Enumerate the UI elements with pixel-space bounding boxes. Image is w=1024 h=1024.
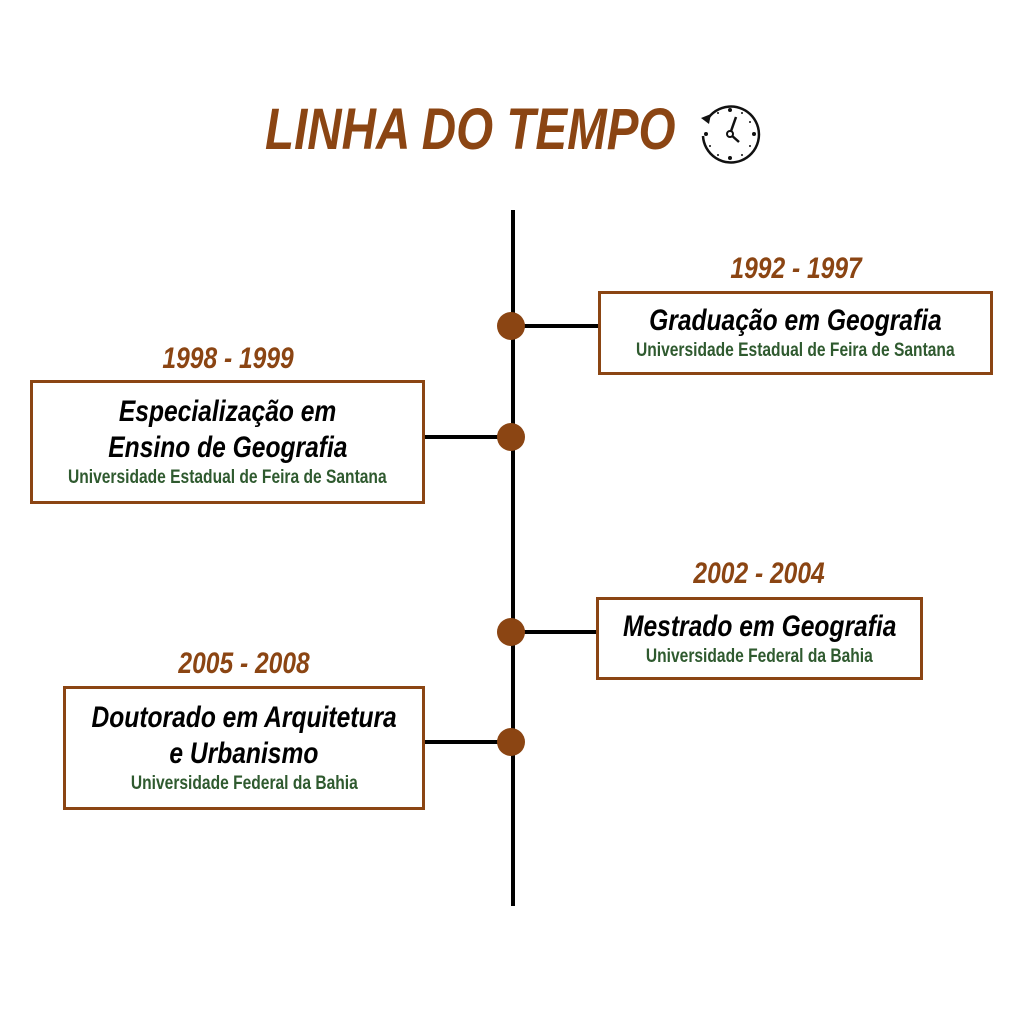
event-years: 1998 - 1999 bbox=[162, 342, 294, 375]
event-institution: Universidade Estadual de Feira de Santan… bbox=[636, 340, 955, 361]
connector-line bbox=[513, 630, 597, 634]
connector-line bbox=[424, 740, 513, 744]
event-years: 2005 - 2008 bbox=[178, 647, 310, 680]
connector-line bbox=[513, 324, 599, 328]
event-years: 2002 - 2004 bbox=[693, 557, 825, 590]
event-card: Graduação em Geografia Universidade Esta… bbox=[598, 291, 993, 375]
event-card: Mestrado em Geografia Universidade Feder… bbox=[596, 597, 923, 680]
event-institution: Universidade Federal da Bahia bbox=[646, 645, 873, 667]
timeline-marker bbox=[497, 312, 525, 340]
event-degree: Doutorado em Arquitetura bbox=[91, 701, 397, 734]
event-card: Especialização em Ensino de Geografia Un… bbox=[30, 380, 425, 504]
timeline-marker bbox=[497, 618, 525, 646]
event-institution: Universidade Estadual de Feira de Santan… bbox=[68, 467, 387, 488]
timeline-axis bbox=[511, 210, 515, 906]
event-degree: Graduação em Geografia bbox=[649, 304, 942, 337]
event-institution: Universidade Federal da Bahia bbox=[130, 773, 358, 794]
timeline-marker bbox=[497, 728, 525, 756]
clock-history-icon bbox=[701, 105, 761, 164]
event-degree: Ensino de Geografia bbox=[107, 431, 348, 464]
page-title: LINHA DO TEMPO bbox=[264, 97, 676, 162]
event-years: 1992 - 1997 bbox=[730, 252, 862, 285]
event-card: Doutorado em Arquitetura e Urbanismo Uni… bbox=[63, 686, 425, 810]
event-degree: Mestrado em Geografia bbox=[622, 609, 897, 643]
connector-line bbox=[424, 435, 513, 439]
timeline-marker bbox=[497, 423, 525, 451]
event-degree: Especialização em bbox=[118, 395, 337, 428]
event-degree: e Urbanismo bbox=[169, 737, 319, 770]
